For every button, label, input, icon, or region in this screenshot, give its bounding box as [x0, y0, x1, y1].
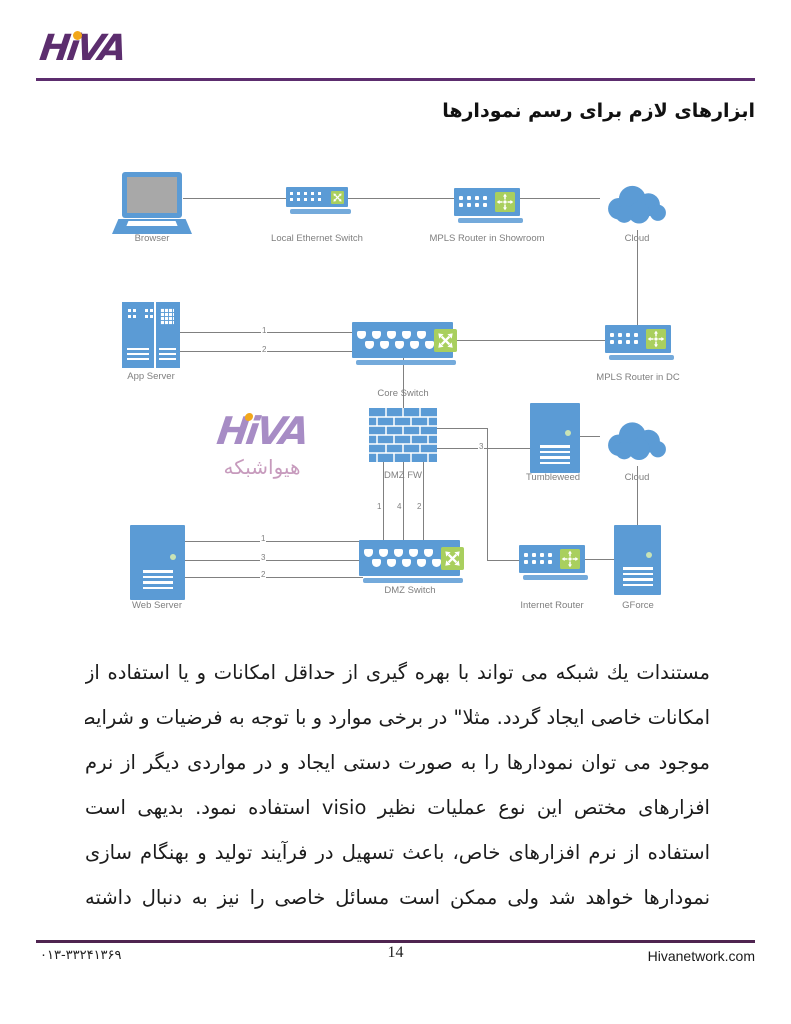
crossed-arrows-icon [434, 328, 457, 352]
link-webserver-dmzswitch-1 [185, 541, 359, 542]
link-label: 3 [260, 553, 267, 562]
four-way-arrows-icon [560, 549, 580, 569]
link-label: 1 [261, 326, 268, 335]
node-label-core-switch: Core Switch [377, 388, 429, 399]
link-coreswitch-routerdc [453, 340, 605, 341]
four-way-arrows-icon [495, 192, 515, 212]
link-fw-internetrouter-c [487, 560, 519, 561]
node-label-internet-router: Internet Router [520, 600, 584, 611]
body-line: موجود می توان نمودارها را به صورت دستی ا… [85, 751, 710, 774]
node-label-tumbleweed: Tumbleweed [525, 472, 581, 483]
gforce-server-icon [614, 525, 661, 595]
link-switch-router [348, 198, 454, 199]
internet-router-icon [519, 545, 588, 580]
node-label-web-server: Web Server [132, 600, 182, 611]
ethernet-switch-icon [286, 187, 351, 214]
watermark-logo-text: HiVA [214, 409, 310, 453]
cloud-icon [608, 185, 666, 224]
server-grid-panel [160, 308, 174, 325]
link-cloud-gforce [637, 466, 638, 525]
network-diagram: HiVA هیواشبکه 1 2 3 1 4 2 1 3 [95, 160, 785, 630]
node-label-gforce: GForce [622, 600, 654, 611]
link-fw-internetrouter-b [487, 428, 488, 560]
logo-dot-icon [73, 31, 82, 40]
node-label-dmz-switch: DMZ Switch [384, 585, 436, 596]
four-way-arrows-icon [646, 329, 666, 349]
page-title: ابزارهای لازم برای رسم نمودارها [442, 100, 755, 122]
node-label-browser: Browser [134, 233, 170, 244]
link-webserver-dmzswitch-3 [185, 560, 359, 561]
body-line: مستندات يك شبكه می تواند با بهره گیری از… [85, 661, 710, 684]
cloud-icon [608, 422, 666, 461]
router-icon [605, 325, 674, 360]
laptop-screen [122, 172, 182, 218]
watermark: HiVA هیواشبکه [207, 409, 317, 479]
footer-website: Hivanetwork.com [647, 948, 755, 964]
hiva-logo: HiVA [37, 26, 150, 72]
router-icon [454, 188, 523, 223]
link-fw-dmzswitch-2 [423, 462, 424, 540]
link-fw-dmzswitch-4 [403, 462, 404, 540]
link-label: 2 [260, 570, 267, 579]
dmz-switch-icon [359, 540, 464, 583]
tumbleweed-server-icon [530, 403, 580, 473]
crossed-arrows-icon [441, 546, 464, 570]
node-label-mpls-router-dc: MPLS Router in DC [596, 372, 680, 383]
firewall-brick-icon [369, 408, 437, 462]
link-label: 2 [261, 345, 268, 354]
page-number: 14 [387, 944, 404, 961]
link-webserver-dmzswitch-2 [185, 577, 363, 578]
node-label-local-ethernet-switch: Local Ethernet Switch [271, 233, 363, 244]
link-browser-switch [183, 198, 286, 199]
link-cloud-routerdc [637, 230, 638, 325]
browser-laptop-icon [112, 172, 192, 234]
web-server-icon [130, 525, 185, 600]
node-label-app-server: App Server [127, 371, 175, 382]
body-paragraph: مستندات يك شبكه می تواند با بهره گیری از… [85, 650, 710, 920]
link-internetrouter-gforce [585, 559, 614, 560]
node-label-dmz-fw: DMZ FW [384, 470, 422, 481]
link-router-cloud [520, 198, 600, 199]
link-tumbleweed-cloud [580, 436, 600, 437]
link-fw-internetrouter-a [437, 428, 488, 429]
link-label: 3 [478, 442, 485, 451]
link-coreswitch-fw [403, 358, 404, 408]
node-label-cloud-top: Cloud [624, 233, 650, 244]
core-switch-icon [352, 322, 457, 365]
link-label: 1 [260, 534, 267, 543]
body-line: استفاده از نرم افزارهای خاص، باعث تسهیل … [85, 841, 710, 864]
header-rule [36, 78, 755, 81]
watermark-subtitle: هیواشبکه [223, 455, 301, 479]
body-line: افزارهای مختص این نوع عملیات نظیر visio … [85, 796, 710, 819]
app-server-icon [122, 302, 180, 368]
node-label-cloud-mid: Cloud [624, 472, 650, 483]
link-label: 4 [396, 502, 403, 511]
body-line: امكانات خاصی ایجاد گردد. مثلا" در برخی م… [85, 706, 710, 729]
link-fw-dmzswitch-1 [383, 462, 384, 540]
logo-text: HiVA [37, 28, 127, 69]
crossed-arrows-icon [331, 190, 344, 204]
footer-rule [36, 940, 755, 943]
link-label: 1 [376, 502, 383, 511]
link-label: 2 [416, 502, 423, 511]
laptop-base [112, 219, 192, 234]
body-line: نمودارها خواهد شد ولی ممكن است مسائل خاص… [85, 886, 710, 909]
footer-phone: ۰۱۳-۳۳۲۴۱۳۶۹ [40, 948, 122, 963]
node-label-mpls-router-showroom: MPLS Router in Showroom [429, 233, 545, 244]
